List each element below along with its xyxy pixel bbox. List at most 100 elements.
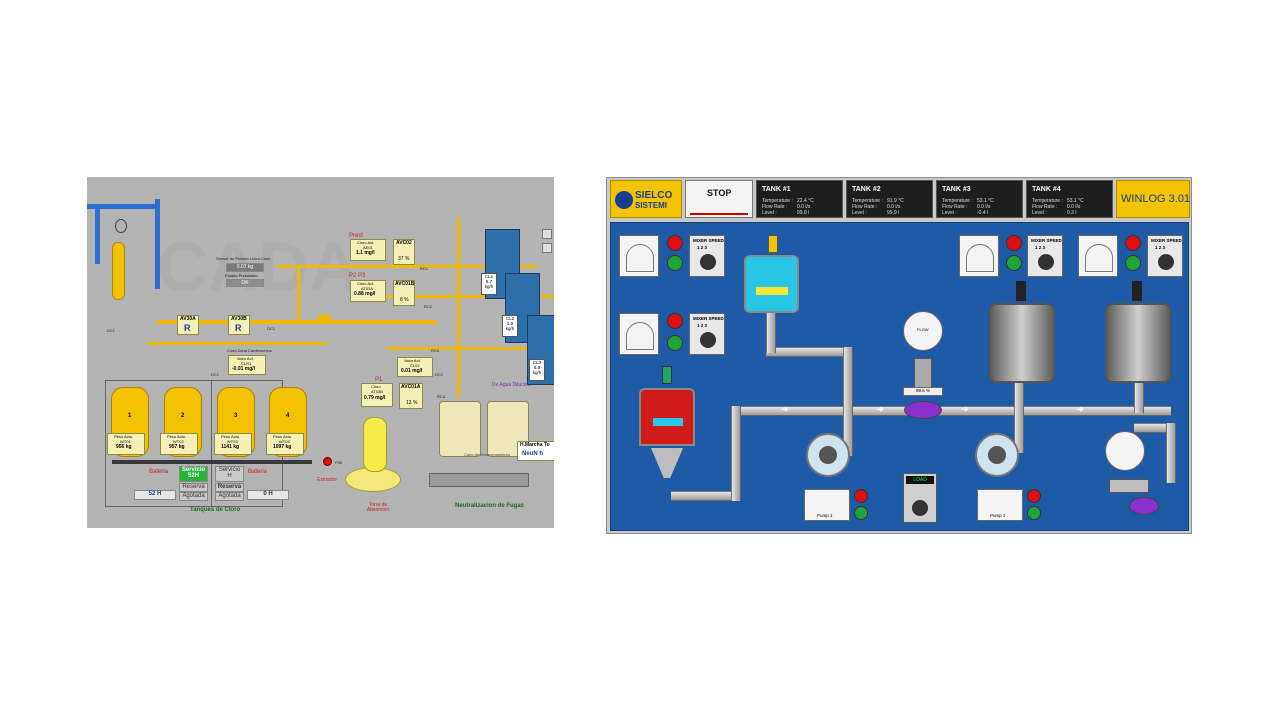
yellow-pipe [277,265,537,268]
tag-label: DC1 [107,328,116,333]
stop-indicator-button[interactable] [667,235,683,251]
pump-1[interactable] [806,433,850,477]
avc02-box[interactable]: AVC02 37 % [393,239,415,265]
mixer-motor-icon [768,235,778,253]
sensor-title: Sensor de Presion Linea Cloro [216,256,271,261]
gauge-dial [626,322,654,350]
p1-label: P1 [375,377,383,383]
cloro-act-2: Cloro Act. AT03A 0.88 mg/l [350,280,386,302]
sensor-subtitle: Estado Presostato [225,273,258,278]
gauge-dial [626,244,654,272]
mixer-blade-icon [653,418,683,426]
stop-indicator-button[interactable] [1027,489,1041,503]
tag-label: RC1 [420,266,429,271]
impeller-icon [819,446,837,464]
gauge-dial [966,244,994,272]
avc01a-box[interactable]: AVC01A 13 % [399,383,423,409]
mixer-blade-icon [756,287,788,295]
selector-knob-icon[interactable] [1158,254,1174,270]
servicio-button-2[interactable]: Servicio H [215,466,244,482]
valor-act-box: Valor Act. CLR1 -0.01 mg/l [228,355,266,375]
tag-label: DC1 [211,372,220,377]
valve-av30a[interactable]: AV30A R [177,315,199,335]
outlet-pipe [671,491,741,501]
tank-weight-label: Peso Actu. WT01 956 kg [107,433,145,455]
reserva-button-1[interactable]: Reserva [179,483,208,492]
run-indicator-button[interactable] [667,335,683,351]
pump-skid [429,473,529,487]
bateria-label-1: Bateria [149,469,169,475]
flow-arrow-icon: ➜ [1076,404,1084,414]
selector-knob-icon[interactable] [912,500,928,516]
temperature-gauge [1078,235,1118,277]
flow-arrow-icon: ➜ [961,404,969,414]
pressure-gauge-icon [115,219,127,233]
flow-arrow-icon: ➜ [876,404,884,414]
tag-label: RC2 [424,304,433,309]
run-indicator-button[interactable] [1027,506,1041,520]
run-indicator-button[interactable] [854,506,868,520]
valve-percentage: 99.6 % [903,387,943,396]
extractor-label: Extractor [317,477,338,483]
tank4-down-pipe [1134,383,1144,413]
valve-av30b[interactable]: AV30B R [228,315,250,335]
servicio-button-1[interactable]: Servicio 52H [179,466,208,482]
tank-3-vessel[interactable] [989,303,1055,383]
cubo-label: Cubo de Almacenamiento [464,452,510,457]
reserva-button-2[interactable]: Reserva [215,483,244,492]
absorption-tower [363,417,387,472]
right-down-pipe [1166,423,1176,483]
main-pipe [731,406,1171,416]
control-valve[interactable] [904,401,942,419]
scada-chlorine-panel: CADA Sensor de Presion Linea Cloro 0.07 … [87,177,554,528]
avc01b-box[interactable]: AVC01B 8 % [393,280,415,306]
agotada-button-2[interactable]: Agotada [215,492,244,501]
nav-down-icon[interactable] [542,243,552,253]
valve-mode-badge: R [235,323,242,333]
run-indicator-button[interactable] [1125,255,1141,271]
scada-winlog-panel: SIELCO SISTEMI STOP TANK #1 Temperature … [606,177,1192,534]
load-button[interactable]: LOAD [903,473,937,523]
pump-2-meter: Pump 2 [977,489,1023,521]
stop-indicator-button[interactable] [1125,235,1141,251]
flow-arrow-icon: ➜ [781,404,789,414]
tank1-stem-pipe [766,313,776,353]
hours-readout-1: 52 H [134,490,176,500]
tank-weight-label: Peso Actu. WT02 957 kg [160,433,198,455]
selector-knob-icon[interactable] [700,254,716,270]
torre-label: Torre de Absorcion [366,502,390,513]
tag-label: RC4 [437,394,446,399]
tank-4-vessel[interactable] [1105,303,1171,383]
tank-2-header: TANK #2 Temperature : Flow Rate : Level … [846,180,933,218]
agotada-button-1[interactable]: Agotada [179,492,208,501]
mixer-motor-icon [662,366,672,384]
hmarcha-box: H.Marcha To NeuN h [517,441,554,461]
blue-pipe [155,199,160,289]
run-indicator-button[interactable] [667,255,683,271]
outlet-valve[interactable] [1129,497,1159,515]
stop-indicator-button[interactable] [667,313,683,329]
selector-knob-icon[interactable] [700,332,716,348]
cl1-readout: CL1 5.7 kg/h [481,273,497,295]
hours-readout-2: 0 H [247,490,289,500]
run-indicator-button[interactable] [1006,255,1022,271]
pump-2[interactable] [975,433,1019,477]
tank-4-header: TANK #4 Temperature : Flow Rate : Level … [1026,180,1113,218]
mixer-motor-icon [1016,281,1026,301]
stop-indicator-button[interactable] [1006,235,1022,251]
selector-knob-icon[interactable] [1038,254,1054,270]
extractor-icon[interactable] [323,457,332,466]
stop-indicator-button[interactable] [854,489,868,503]
tank-3-header: TANK #3 Temperature : Flow Rate : Level … [936,180,1023,218]
flow-meter-gauge [1105,431,1145,471]
mixer-speed-selector[interactable]: MIXER SPEED 1 2 3 [1027,235,1063,277]
mixer-speed-selector[interactable]: MIXER SPEED 1 2 3 [689,235,725,277]
tank-2-vessel[interactable] [639,388,695,446]
mixer-speed-selector[interactable]: MIXER SPEED 1 2 3 [689,313,725,355]
stop-button[interactable]: STOP [685,180,753,218]
stop-indicator [690,213,748,215]
tanques-divider [211,380,212,507]
nav-up-icon[interactable] [542,229,552,239]
mixer-speed-selector[interactable]: MIXER SPEED 1 2 3 [1147,235,1183,277]
tank-1-vessel[interactable] [744,255,799,313]
